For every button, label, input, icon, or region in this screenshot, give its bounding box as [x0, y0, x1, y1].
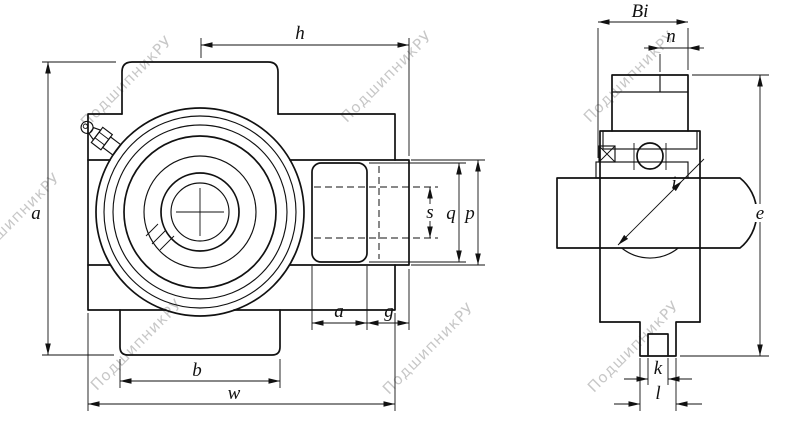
dim-a-slot: a [311, 266, 410, 330]
front-housing-outline [87, 61, 438, 356]
dim-label-k: k [654, 358, 663, 379]
dim-label-n: n [666, 26, 676, 47]
dim-q: q [369, 162, 466, 263]
watermark-text: ПодшипникРУ [379, 299, 478, 398]
hidden-edge-lines [314, 166, 438, 259]
dim-n: n [644, 26, 704, 72]
section-ticks [145, 223, 175, 251]
grease-fitting [80, 120, 122, 156]
bore-arc [621, 247, 679, 259]
dim-p: p [411, 159, 485, 266]
watermarks: ПодшипникРУ ПодшипникРУ ПодшипникРУ Подш… [0, 27, 683, 398]
dim-label-e: e [756, 203, 764, 224]
dim-label-w: w [228, 383, 241, 404]
dim-label-q: q [446, 203, 456, 224]
inner-ring-section [595, 161, 689, 179]
dim-label-a-slot: a [334, 301, 344, 322]
dim-label-g: g [384, 301, 394, 322]
dim-s: s [423, 187, 437, 238]
side-housing-outline [599, 74, 701, 357]
dim-label-i: i [671, 173, 676, 194]
side-view: Bi n i e k [556, 1, 769, 411]
dim-k: k [624, 358, 692, 385]
dim-label-l: l [655, 383, 660, 404]
watermark-text: ПодшипникРУ [337, 27, 436, 126]
dim-label-b: b [192, 360, 202, 381]
front-view: h a s q p a [31, 23, 485, 411]
dim-e: e [680, 74, 769, 357]
dim-h: h [200, 23, 410, 156]
dim-g: g [367, 301, 409, 326]
cage-lines [633, 143, 667, 170]
dim-label-s: s [426, 202, 433, 223]
bearing-circles [95, 107, 305, 317]
watermark-text: ПодшипникРУ [580, 27, 679, 126]
dim-i: i [617, 158, 705, 246]
dim-label-h: h [295, 23, 305, 44]
dim-w: w [87, 313, 396, 411]
dim-label-p: p [463, 203, 475, 224]
dim-l: l [614, 358, 702, 411]
set-screw [598, 145, 616, 163]
dim-b: b [119, 359, 281, 388]
dim-label-bi: Bi [632, 1, 649, 22]
center-cross [176, 188, 224, 236]
shaft [556, 177, 758, 249]
bearing-section [595, 130, 698, 179]
dim-label-a-height: a [31, 203, 41, 224]
dim-a-height: a [31, 61, 116, 356]
bearing-ball [636, 142, 664, 170]
outer-ring-section [602, 130, 698, 150]
